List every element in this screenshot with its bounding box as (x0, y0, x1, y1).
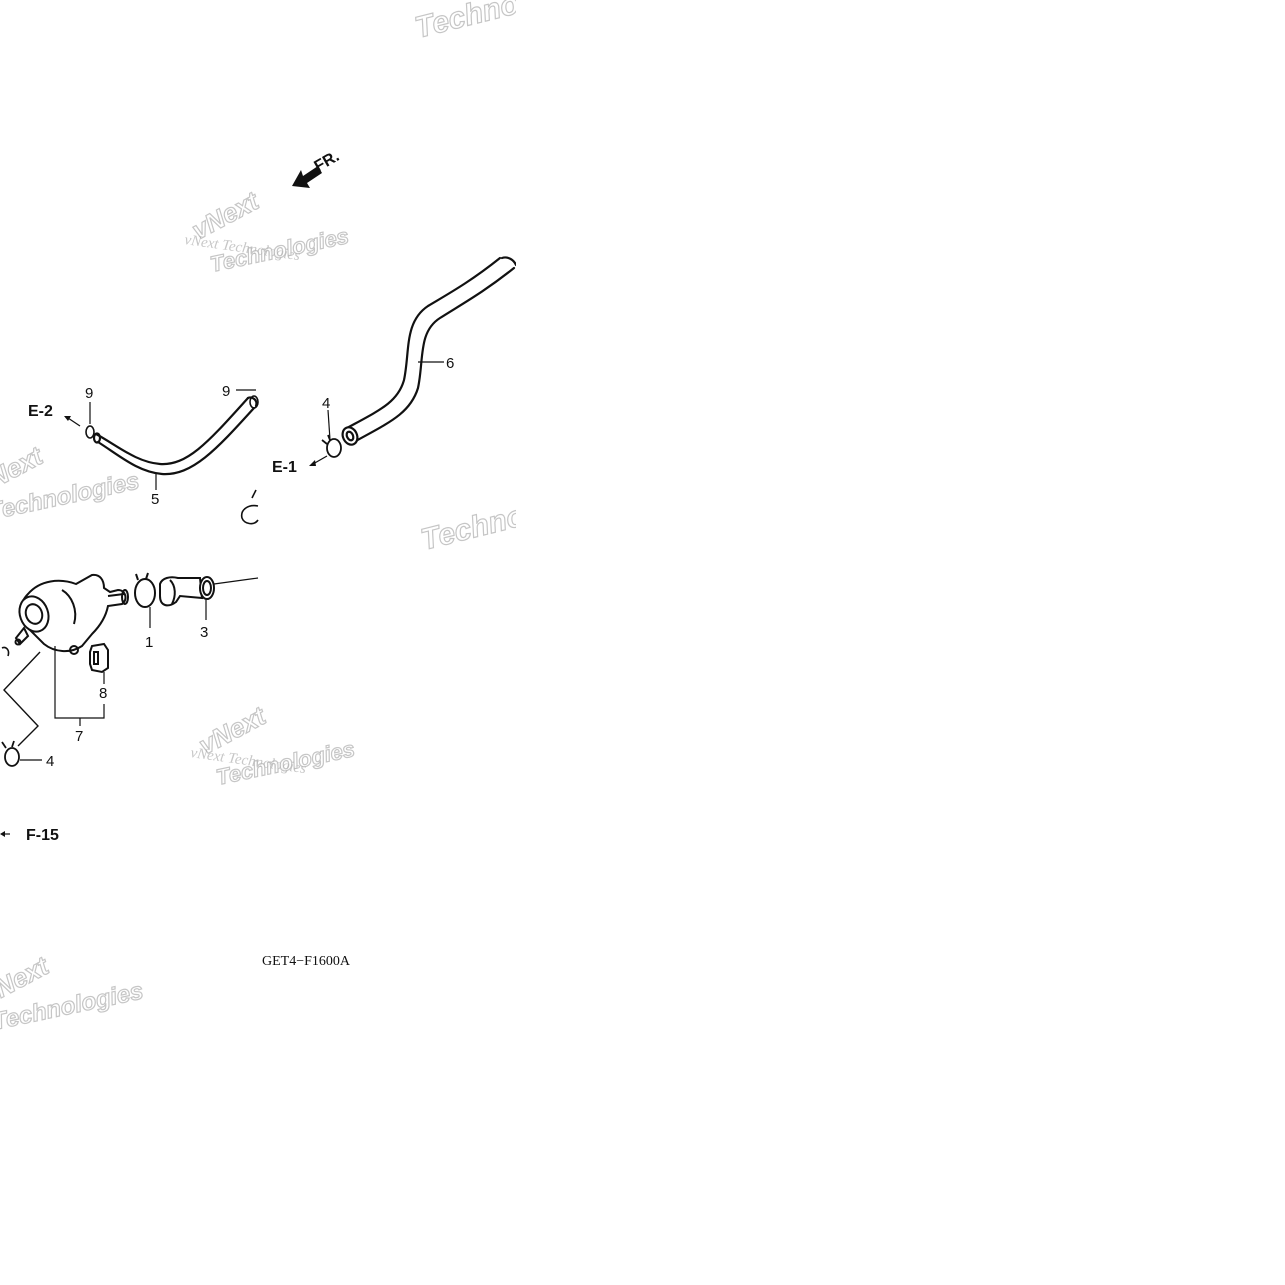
callout-6: 6 (446, 355, 454, 372)
right-blank-area (516, 0, 1285, 1285)
clamp-9-left (85, 425, 95, 439)
callout-1: 1 (145, 634, 153, 651)
air-valve-assembly-7 (14, 573, 129, 655)
callout-4-upper: 4 (322, 395, 330, 412)
lower-hose (3, 651, 41, 747)
hose-6 (341, 256, 518, 446)
o-ring-1 (134, 572, 156, 608)
callout-7: 7 (75, 728, 83, 745)
valve-nozzle (1, 646, 10, 657)
reference-e2: E-2 (28, 403, 53, 420)
callout-5: 5 (151, 491, 159, 508)
e2-arrow (67, 417, 81, 427)
leader-3-right (213, 577, 259, 585)
clamp-4-upper (321, 434, 342, 458)
watermark-technologies-outline-1: Technologies (208, 223, 351, 277)
leader-7 (54, 646, 105, 726)
rubber-mount-8 (89, 642, 109, 674)
clamp-9-right (249, 395, 259, 409)
diagram-code: GET4−F1600A (262, 954, 351, 969)
joint-pipe-3 (159, 576, 215, 607)
callout-4-lower: 4 (46, 753, 54, 770)
front-direction-arrow-icon (292, 166, 322, 188)
clamp-partial (240, 489, 259, 525)
clamp-4-lower (1, 740, 20, 767)
callout-9-left: 9 (85, 385, 93, 402)
callout-3: 3 (200, 624, 208, 641)
reference-f15: F-15 (26, 827, 59, 844)
hose-5 (92, 396, 258, 476)
leader-4-upper (327, 409, 331, 441)
reference-e1: E-1 (272, 459, 297, 476)
callout-8: 8 (99, 685, 107, 702)
callout-9-right: 9 (222, 383, 230, 400)
